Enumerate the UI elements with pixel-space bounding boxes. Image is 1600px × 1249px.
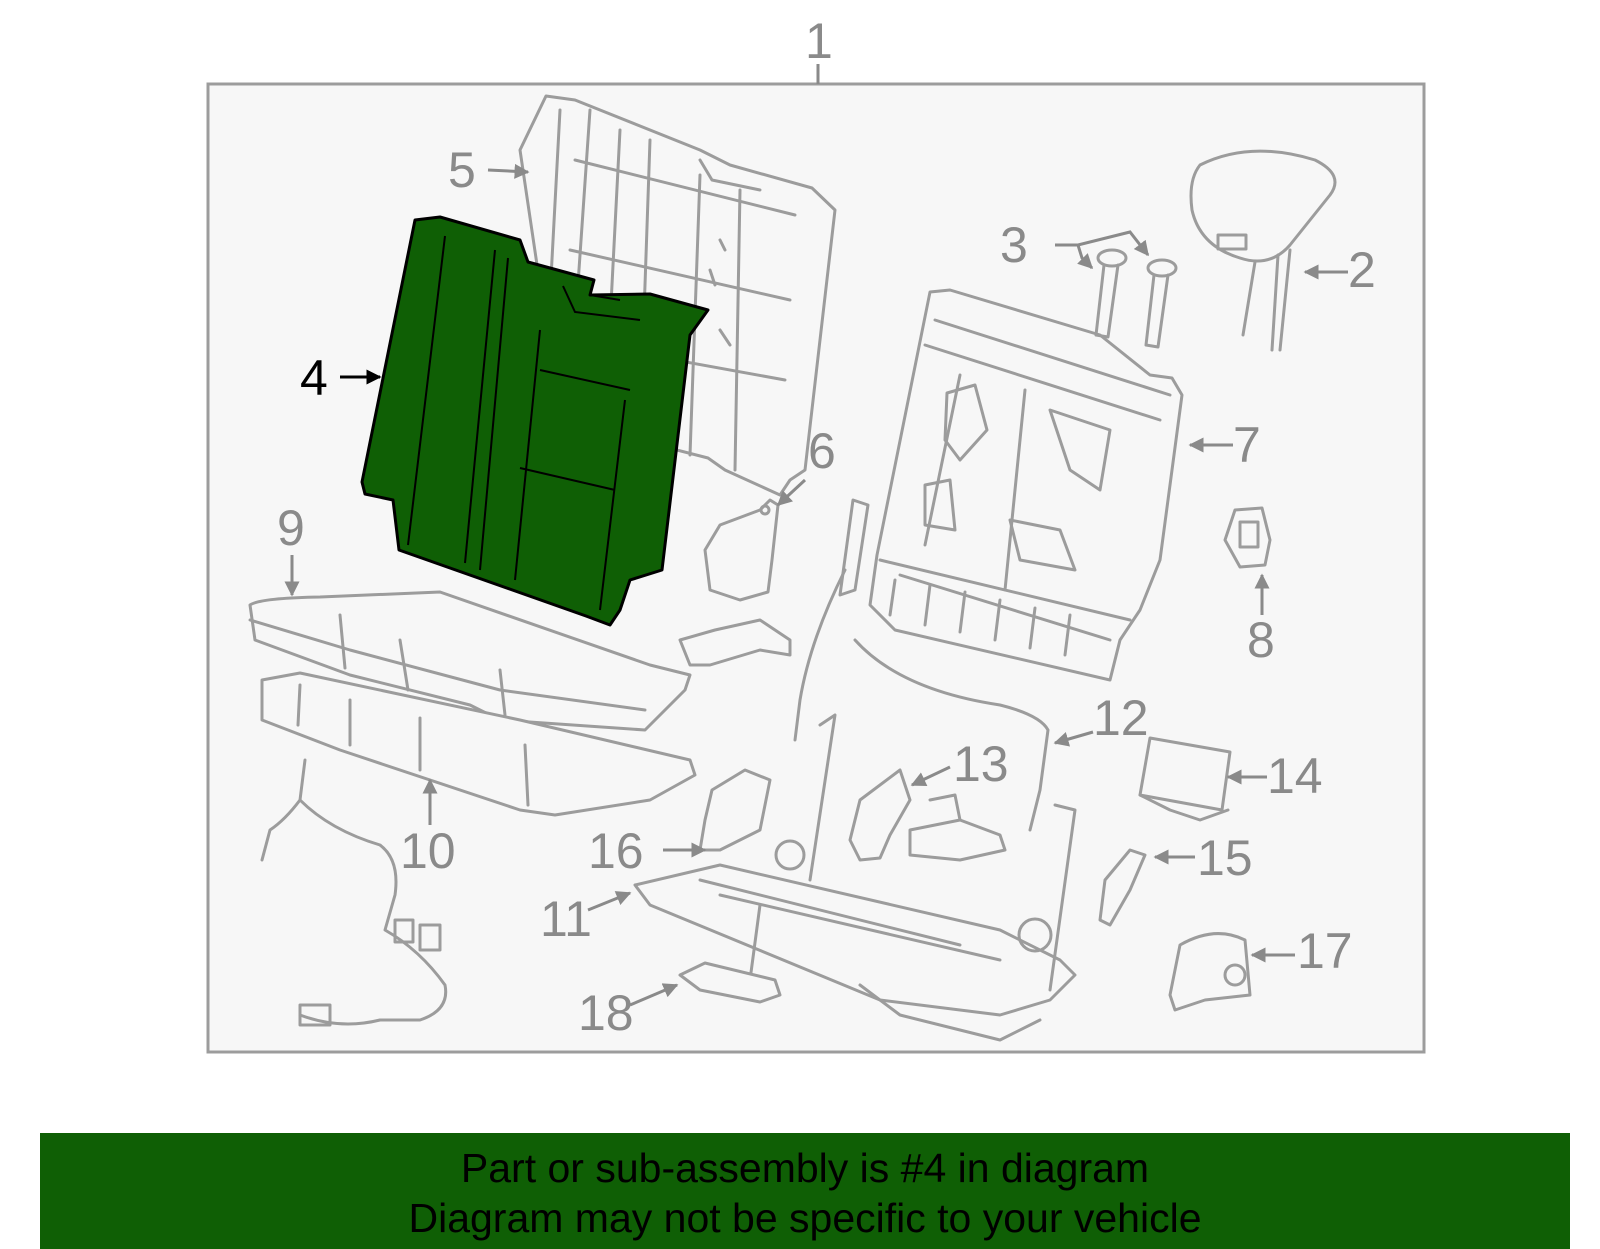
- info-banner: Part or sub-assembly is #4 in diagram Di…: [40, 1133, 1570, 1249]
- part-10-seat-pad: [260, 671, 697, 817]
- callout-14: 14: [1267, 748, 1323, 804]
- part-14-module: [1138, 736, 1232, 822]
- part-12-cable: [793, 498, 1050, 832]
- callout-6: 6: [808, 423, 836, 479]
- callout-17: 17: [1297, 923, 1353, 979]
- callout-5: 5: [448, 142, 476, 198]
- callout-15: 15: [1197, 830, 1253, 886]
- callout-8: 8: [1247, 612, 1275, 668]
- callout-7: 7: [1233, 417, 1261, 473]
- callout-16: 16: [588, 823, 644, 879]
- part-7-seatback-panel: [868, 288, 1184, 682]
- callout-12: 12: [1093, 690, 1149, 746]
- part-3-bolts: [1094, 248, 1178, 349]
- banner-line-disclaimer: Diagram may not be specific to your vehi…: [408, 1195, 1202, 1241]
- part-4-shape: [360, 215, 710, 627]
- callout-4: 4: [300, 350, 328, 406]
- callout-2: 2: [1348, 242, 1376, 298]
- part-13-latch: [848, 768, 1007, 862]
- callout-10: 10: [400, 823, 456, 879]
- callout-18: 18: [578, 985, 634, 1041]
- callout-1: 1: [805, 13, 833, 69]
- callout-leaders: [284, 163, 1348, 1007]
- part-6-latch-bracket: [703, 498, 780, 602]
- part-2-headrest: [1189, 149, 1337, 352]
- callout-13: 13: [953, 736, 1009, 792]
- part-4-seatback-cushion: [360, 215, 710, 627]
- part-17-cover: [1168, 932, 1252, 1012]
- banner-line-part: Part or sub-assembly is #4 in diagram: [460, 1145, 1150, 1191]
- part-15-bracket: [1098, 848, 1147, 927]
- part-18-pad: [678, 961, 782, 1004]
- part-8-switch: [1223, 506, 1272, 569]
- callout-9: 9: [277, 500, 305, 556]
- part-bracket-small: [678, 618, 792, 667]
- part-16-cover: [698, 768, 772, 852]
- part-11-seat-frame: [633, 713, 1077, 1042]
- callout-11: 11: [540, 891, 592, 947]
- part-wiring-harness: [260, 758, 448, 1027]
- callout-3: 3: [1000, 217, 1028, 273]
